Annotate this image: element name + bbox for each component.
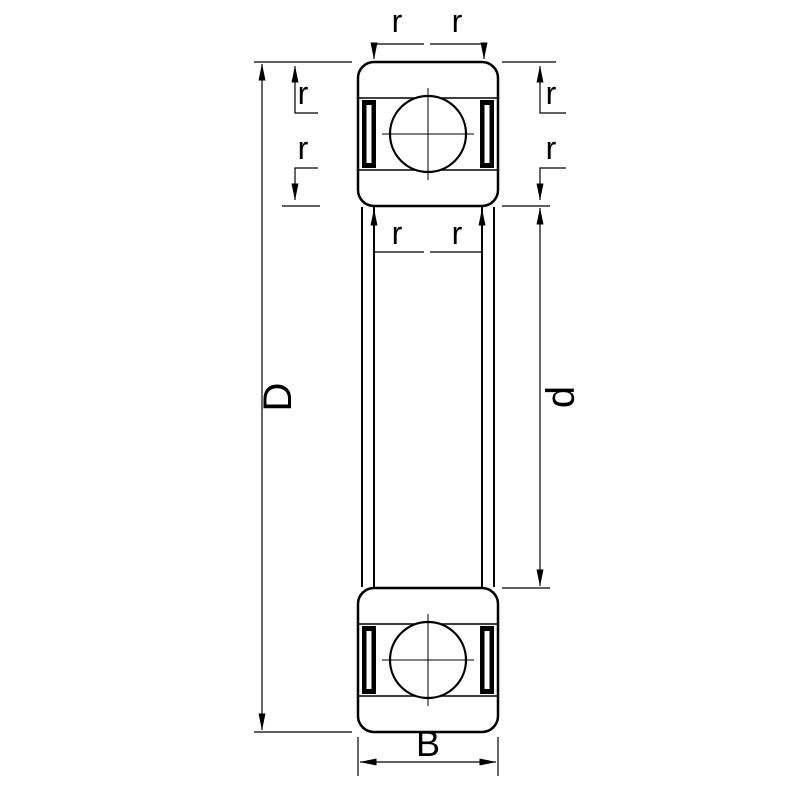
r-label-right-lower: r (546, 130, 557, 166)
r-label-bore-left: r (392, 215, 403, 251)
ring-block-top (356, 60, 500, 208)
r-leader-right-lower (536, 167, 566, 201)
r-label-top-right: r (452, 3, 463, 39)
r-label-top-left: r (392, 3, 403, 39)
dim-label-bore-diameter: d (539, 386, 583, 408)
r-label-left-lower: r (298, 130, 309, 166)
r-leader-top-right (430, 42, 488, 60)
seal-right-top-slit (484, 105, 490, 163)
r-leader-bore-right (430, 208, 486, 253)
r-label-right-upper: r (546, 75, 557, 111)
dimension-radii: r r r r r r r r (282, 3, 566, 253)
seal-right-bottom (480, 626, 494, 694)
dimension-outer-diameter: D (254, 61, 352, 733)
r-leader-left-lower (291, 167, 318, 201)
r-leader-right-upper (536, 65, 566, 114)
bearing-section-top (356, 60, 500, 208)
dim-label-outer-diameter: D (256, 383, 300, 412)
ring-block-bottom (356, 586, 500, 734)
seal-right-bottom-slit (484, 631, 490, 689)
dimension-bore-diameter: d (502, 205, 583, 589)
dim-label-width: B (416, 723, 440, 764)
seal-left-top (362, 100, 376, 168)
bore-silhouette-lines (361, 207, 495, 587)
r-label-left-upper: r (298, 75, 309, 111)
r-leader-top-left (370, 42, 424, 60)
seal-right-top (480, 100, 494, 168)
seal-left-top-slit (366, 105, 372, 163)
bearing-section-bottom (356, 586, 500, 734)
r-leader-bore-left (370, 208, 424, 253)
seal-left-bottom (362, 626, 376, 694)
dimension-width: B (357, 723, 499, 776)
seal-left-bottom-slit (366, 631, 372, 689)
r-label-bore-right: r (452, 215, 463, 251)
r-leader-left-upper (291, 65, 318, 114)
